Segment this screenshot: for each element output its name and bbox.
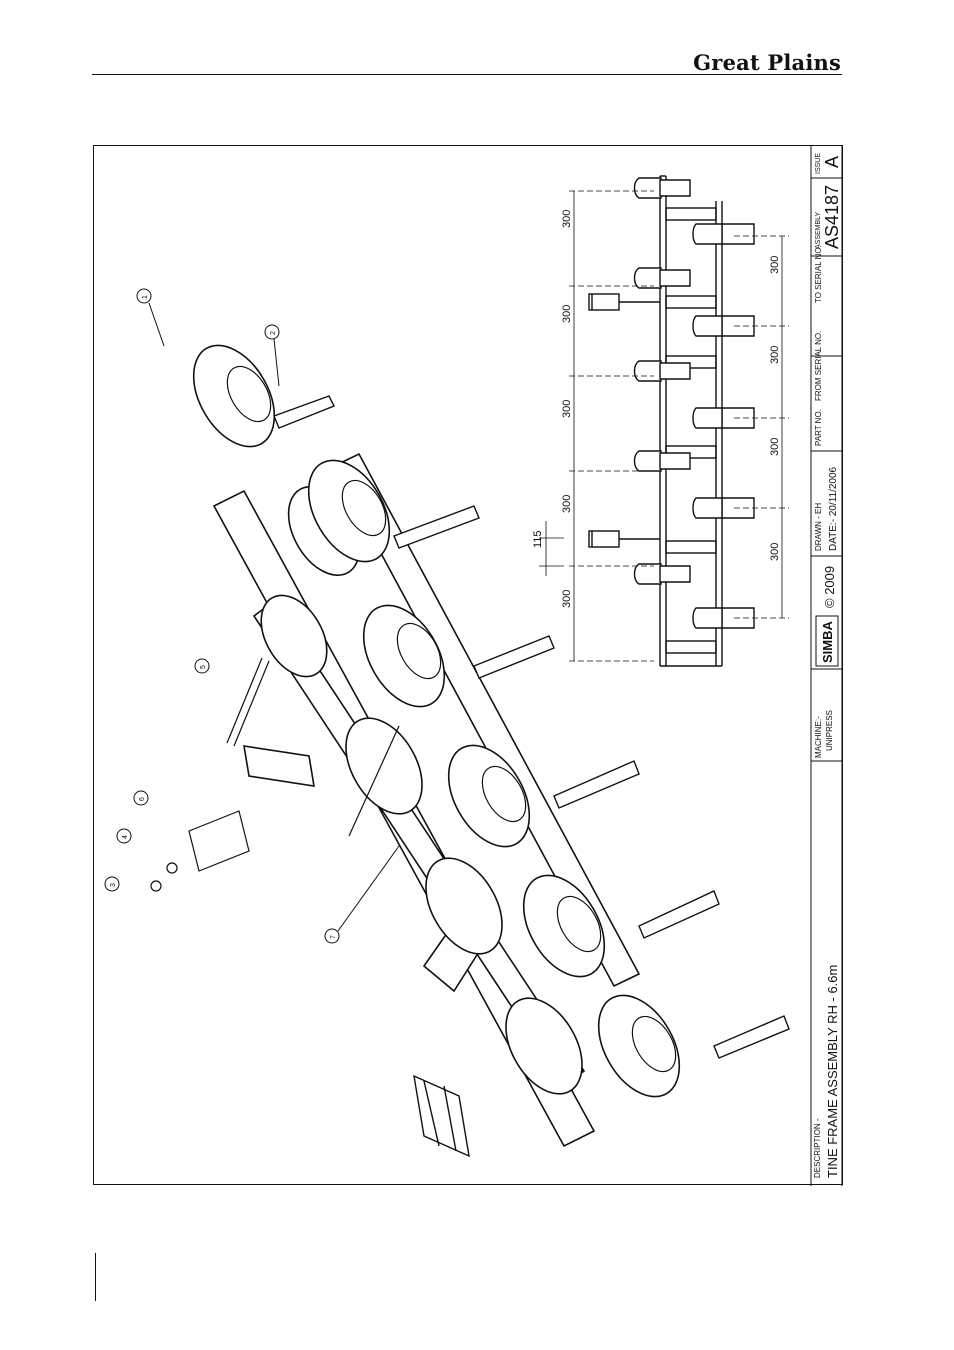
dim-lower-3: 300 — [769, 438, 781, 456]
description-label: DESCRIPTION - — [813, 1118, 822, 1178]
from-serial-label: FROM SERIAL NO. — [814, 331, 823, 401]
technical-drawing: DESCRIPTION - TINE FRAME ASSEMBLY RH - 6… — [94, 146, 844, 1186]
machine-label: MACHINE:- — [814, 716, 823, 758]
dim-upper-3: 300 — [561, 400, 573, 418]
frame-end-bracket — [414, 1076, 469, 1156]
part-no-label: PART NO. — [814, 409, 823, 446]
dim-upper-2: 300 — [561, 305, 573, 323]
dim-upper-4: 300 — [561, 495, 573, 513]
dim-upper-5: 300 — [561, 590, 573, 608]
description-text: TINE FRAME ASSEMBLY RH - 6.6m — [825, 965, 840, 1178]
dim-offset: 115 — [532, 530, 544, 548]
balloon-2: 2 — [270, 331, 277, 335]
brand-logo-text: Great Plains — [693, 50, 841, 75]
logo-text: SIMBA — [820, 621, 835, 664]
balloon-1: 1 — [142, 295, 149, 299]
dim-lower-1: 300 — [769, 256, 781, 274]
tine-leg-front — [693, 224, 754, 628]
machine-text: UNIPRESS — [825, 710, 834, 751]
drawing-date: DATE:- 20/11/2006 — [828, 466, 839, 551]
balloon-3: 3 — [110, 883, 117, 887]
balloon-7: 7 — [330, 935, 337, 939]
dim-lower-4: 300 — [769, 543, 781, 561]
tine-leg-rear — [635, 178, 691, 584]
dim-lower-2: 300 — [769, 346, 781, 364]
balloon-5: 5 — [200, 665, 207, 669]
drawn-by: DRAWN - EH — [814, 503, 823, 551]
assembly-number: AS4187 — [822, 185, 842, 249]
header-rule — [92, 74, 842, 75]
balloon-6: 6 — [139, 797, 146, 801]
assembly-label: ASSEMBLY — [815, 211, 822, 249]
issue-label: ISSUE — [815, 153, 822, 174]
issue-letter: A — [822, 156, 842, 168]
drawing-sheet: DESCRIPTION - TINE FRAME ASSEMBLY RH - 6… — [93, 145, 843, 1185]
dim-upper-1: 300 — [561, 210, 573, 228]
simba-logo: SIMBA — [816, 616, 838, 666]
to-serial-label: TO SERIAL NO. — [814, 245, 823, 303]
footer-rule — [95, 1253, 96, 1301]
balloon-4: 4 — [122, 835, 129, 839]
copyright-text: © 2009 — [822, 566, 837, 608]
press-wheels — [177, 331, 696, 1110]
